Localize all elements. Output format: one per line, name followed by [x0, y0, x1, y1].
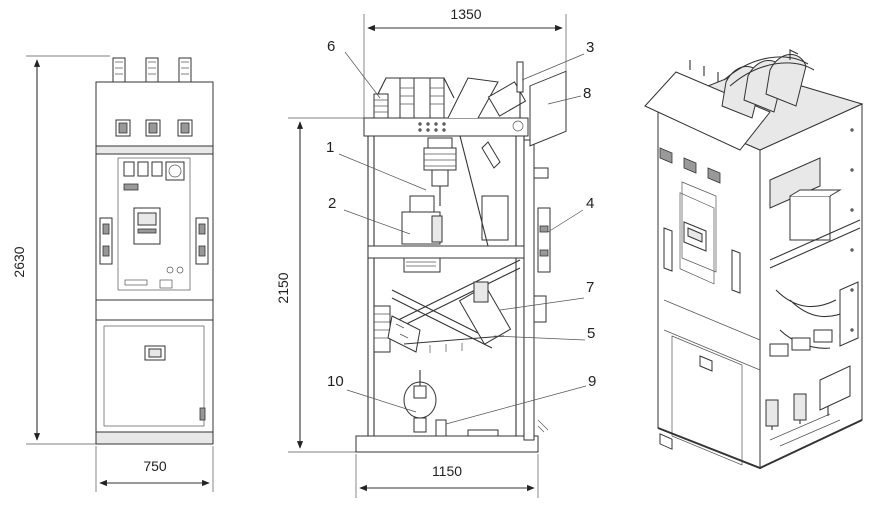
cable-compartment	[95, 319, 214, 433]
front-base	[95, 431, 214, 445]
callout-7: 7	[586, 279, 594, 296]
isometric-view	[644, 49, 864, 470]
callout-5: 5	[587, 325, 595, 342]
component-1-current-transformer	[423, 137, 457, 206]
callout-3: 3	[586, 39, 594, 56]
side-view: 1350 2150 1150	[275, 6, 596, 498]
component-9-earthing-switch	[435, 419, 549, 437]
iso-side-holes	[850, 128, 854, 332]
front-view: 2630 750	[11, 55, 214, 492]
front-width-dimension: 750	[143, 458, 167, 474]
side-height-dimension: 2150	[275, 272, 291, 303]
callout-6: 6	[327, 38, 335, 55]
side-bottom-width-dimension: 1150	[432, 463, 462, 479]
callout-1: 1	[326, 139, 334, 156]
side-top-width-dimension: 1350	[450, 6, 481, 22]
side-base	[355, 435, 539, 453]
callout-leaders	[338, 51, 587, 425]
iso-top-insulators	[689, 49, 815, 119]
side-top-beam	[363, 117, 529, 137]
callout-8: 8	[583, 85, 591, 102]
component-7-circuit-breaker	[373, 259, 521, 353]
top-insulators	[373, 61, 527, 119]
iso-front-face	[657, 105, 761, 469]
component-2-voltage-transformer	[401, 195, 443, 273]
front-height-dimension: 2630	[11, 246, 27, 277]
component-10-cable-termination	[403, 370, 437, 433]
callout-10: 10	[327, 373, 344, 390]
callout-9: 9	[588, 373, 596, 390]
component-4-drive-mechanism	[533, 167, 551, 323]
top-terminals	[112, 57, 192, 83]
top-beam-holes	[418, 122, 446, 132]
callout-2: 2	[328, 195, 336, 212]
callout-4: 4	[586, 195, 594, 212]
